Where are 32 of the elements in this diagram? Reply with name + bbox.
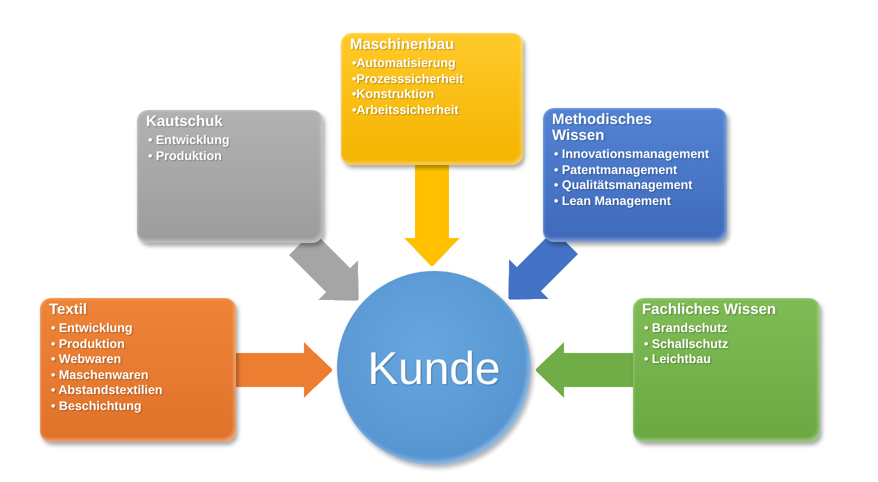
bullet-item: • Schallschutz xyxy=(644,336,728,352)
bullet-item: • Lean Management xyxy=(554,194,671,210)
bullet-item: •Prozesssicherheit xyxy=(352,72,464,88)
bullet-item: • Webwaren xyxy=(51,352,122,368)
bullet-item: • Entwicklung xyxy=(51,321,132,337)
topic-box xyxy=(633,298,820,442)
box-heading: Fachliches Wissen xyxy=(642,302,776,318)
bullet-item: • Entwicklung xyxy=(148,133,230,149)
bullet-item: •Konstruktion xyxy=(352,87,434,103)
topic-box xyxy=(341,33,523,165)
topic-box xyxy=(40,298,236,442)
box-heading: Kautschuk xyxy=(146,114,223,130)
bullet-item: •Automatisierung xyxy=(352,56,456,72)
box-heading: Methodisches Wissen xyxy=(552,112,654,144)
bullet-item: • Patentmanagement xyxy=(554,162,678,178)
bullet-item: • Abstandstextilien xyxy=(51,383,163,399)
bullet-item: • Innovationsmanagement xyxy=(554,147,710,163)
block-arrow xyxy=(536,342,633,398)
box-heading: Textil xyxy=(49,302,88,318)
topic-box xyxy=(543,108,727,242)
bullet-item: • Beschichtung xyxy=(51,398,142,415)
topic-box xyxy=(137,110,323,243)
bullet-item: • Brandschutz xyxy=(644,321,728,337)
bullet-item: • Produktion xyxy=(51,336,125,352)
bullet-item: • Maschenwaren xyxy=(51,368,148,384)
box-heading: Maschinenbau xyxy=(350,37,454,53)
bullet-item: •Arbeitssicherheit xyxy=(352,102,458,118)
circle-label: Kunde xyxy=(367,342,500,394)
block-arrow xyxy=(236,342,332,398)
bullet-item: • Produktion xyxy=(148,148,222,164)
bullet-item: • Leichtbau xyxy=(644,352,711,368)
bullet-item: • Qualitätsmanagement xyxy=(554,178,692,194)
